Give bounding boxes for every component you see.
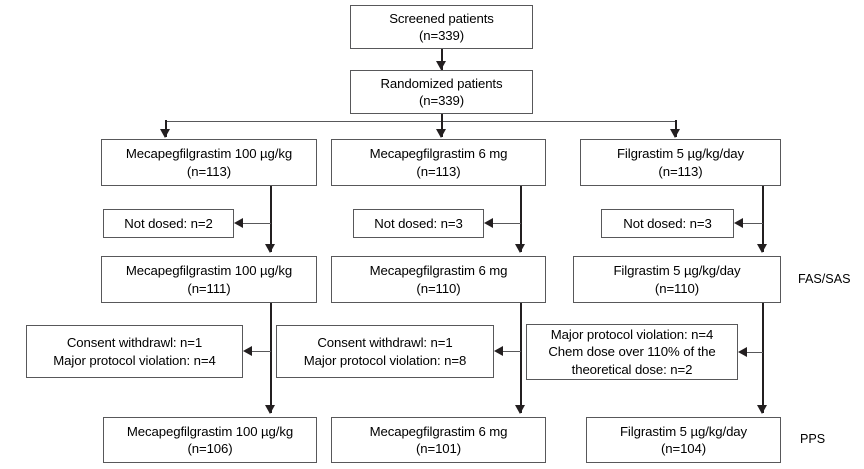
box-arm2-exclusions-line1: Consent withdrawl: n=1 <box>317 335 453 350</box>
box-arm1-pps-line1: Mecapegfilgrastim 100 µg/kg <box>126 423 294 439</box>
box-arm2-fas-sas: Mecapegfilgrastim 6 mg (n=110) <box>331 256 546 303</box>
box-randomized-patients: Randomized patients (n=339) <box>350 70 533 114</box>
box-arm2-exclusions-line2: Major protocol violation: n=8 <box>303 352 467 368</box>
box-arm3-fas-sas-line1: Filgrastim 5 µg/kg/day <box>613 263 741 278</box>
connector-randomization-bus <box>165 120 676 123</box>
box-arm1-exclusions-line2: Major protocol violation: n=4 <box>53 352 216 368</box>
arrowhead-arm3-pps <box>757 405 768 414</box>
box-arm2-pps-line2: (n=101) <box>415 441 462 456</box>
box-arm1-fas-sas: Mecapegfilgrastim 100 µg/kg (n=111) <box>101 256 317 303</box>
box-arm1-randomized-line2: (n=113) <box>186 163 232 179</box>
arrowhead-randomized <box>436 61 447 70</box>
box-arm3-not-dosed: Not dosed: n=3 <box>601 209 734 238</box>
box-arm2-randomized-line1: Mecapegfilgrastim 6 mg <box>369 146 508 161</box>
box-randomized-patients-line2: (n=339) <box>418 93 465 108</box>
box-arm2-randomized-line2: (n=113) <box>416 163 461 179</box>
box-arm2-randomized: Mecapegfilgrastim 6 mg (n=113) <box>331 139 546 186</box>
arrowhead-arm2-notdosed <box>484 217 493 228</box>
box-arm3-fas-sas: Filgrastim 5 µg/kg/day (n=110) <box>573 256 781 303</box>
box-arm1-not-dosed: Not dosed: n=2 <box>103 209 234 238</box>
connector-arm1-notdosed-branch <box>243 222 271 225</box>
box-arm3-randomized-line1: Filgrastim 5 µg/kg/day <box>616 146 745 161</box>
box-arm2-fas-sas-line1: Mecapegfilgrastim 6 mg <box>369 263 508 278</box>
box-screened-patients-line2: (n=339) <box>418 28 465 43</box>
connector-randomized-stem <box>441 114 443 122</box>
connector-arm1-excluded-branch <box>252 350 271 353</box>
arrowhead-arm1-excluded <box>243 345 252 356</box>
box-arm3-randomized-line2: (n=113) <box>658 163 703 179</box>
box-screened-patients-line1: Screened patients <box>389 10 494 26</box>
box-arm3-exclusions-line1: Major protocol violation: n=4 <box>550 326 714 342</box>
arrowhead-arm2-pps <box>515 405 526 414</box>
box-arm1-randomized: Mecapegfilgrastim 100 µg/kg (n=113) <box>101 139 317 186</box>
box-arm2-pps-line1: Mecapegfilgrastim 6 mg <box>369 423 508 439</box>
box-arm2-pps: Mecapegfilgrastim 6 mg (n=101) <box>331 417 546 463</box>
box-arm2-fas-sas-line2: (n=110) <box>416 280 461 296</box>
arrowhead-arm1-pps <box>265 405 276 414</box>
arrowhead-arm1-fas <box>265 244 276 253</box>
box-arm3-pps-line1: Filgrastim 5 µg/kg/day <box>619 423 748 439</box>
connector-bus-to-arm2 <box>441 120 443 137</box>
connector-arm2-fas-to-pps <box>520 303 522 413</box>
box-arm1-pps-line2: (n=106) <box>187 441 233 456</box>
arrowhead-arm1-notdosed <box>234 217 243 228</box>
connector-arm3-fas-to-pps <box>762 303 764 413</box>
box-arm3-randomized: Filgrastim 5 µg/kg/day (n=113) <box>580 139 781 186</box>
arrowhead-arm1-randomized <box>160 129 171 138</box>
box-arm3-pps-line2: (n=104) <box>660 441 707 456</box>
box-arm3-pps: Filgrastim 5 µg/kg/day (n=104) <box>586 417 781 463</box>
arrowhead-arm2-fas <box>515 244 526 253</box>
connector-arm3-notdosed-branch <box>743 222 763 225</box>
connector-arm3-excluded-branch <box>747 351 763 354</box>
box-arm1-fas-sas-line2: (n=111) <box>187 280 231 296</box>
box-arm3-fas-sas-line2: (n=110) <box>654 280 700 296</box>
box-arm3-exclusions: Major protocol violation: n=4 Chem dose … <box>526 324 738 380</box>
connector-arm2-randomized-to-fas <box>520 186 522 252</box>
box-arm3-exclusions-line3: theoretical dose: n=2 <box>571 361 693 377</box>
label-fas-sas: FAS/SAS <box>798 272 851 286</box>
box-arm3-not-dosed-line1: Not dosed: n=3 <box>623 215 712 231</box>
box-arm2-not-dosed: Not dosed: n=3 <box>353 209 484 238</box>
connector-bus-to-arm1 <box>165 120 167 137</box>
label-pps: PPS <box>800 432 826 446</box>
connector-bus-to-arm3 <box>675 120 677 137</box>
box-randomized-patients-line1: Randomized patients <box>380 75 503 91</box>
connector-screened-to-randomized <box>441 49 443 70</box>
box-arm3-exclusions-line2: Chem dose over 110% of the <box>548 344 716 360</box>
box-arm1-exclusions: Consent withdrawl: n=1 Major protocol vi… <box>26 325 243 378</box>
arrowhead-arm2-randomized <box>436 129 447 138</box>
box-arm1-pps: Mecapegfilgrastim 100 µg/kg (n=106) <box>103 417 317 463</box>
arrowhead-arm3-notdosed <box>734 217 743 228</box>
box-arm2-not-dosed-line1: Not dosed: n=3 <box>374 215 463 231</box>
arrowhead-arm3-fas <box>757 244 768 253</box>
arrowhead-arm2-excluded <box>494 345 503 356</box>
connector-arm2-excluded-branch <box>503 350 521 353</box>
box-arm2-exclusions: Consent withdrawl: n=1 Major protocol vi… <box>276 325 494 378</box>
box-arm1-exclusions-line1: Consent withdrawl: n=1 <box>66 335 203 350</box>
arrowhead-arm3-excluded <box>738 346 747 357</box>
connector-arm1-fas-to-pps <box>270 303 272 413</box>
box-screened-patients: Screened patients (n=339) <box>350 5 533 49</box>
connector-arm1-randomized-to-fas <box>270 186 272 252</box>
box-arm1-not-dosed-line1: Not dosed: n=2 <box>124 215 213 231</box>
box-arm1-randomized-line1: Mecapegfilgrastim 100 µg/kg <box>125 146 293 161</box>
arrowhead-arm3-randomized <box>670 129 681 138</box>
connector-arm3-randomized-to-fas <box>762 186 764 252</box>
box-arm1-fas-sas-line1: Mecapegfilgrastim 100 µg/kg <box>125 263 293 278</box>
connector-arm2-notdosed-branch <box>493 222 521 225</box>
